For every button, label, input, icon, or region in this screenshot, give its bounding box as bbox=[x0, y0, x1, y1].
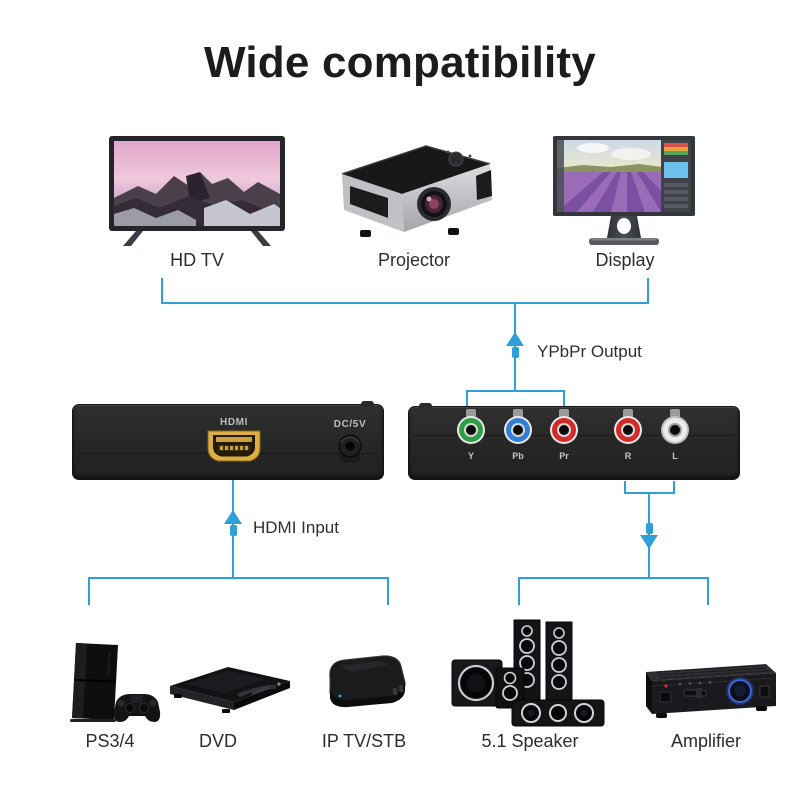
hdmi-port-label: HDMI bbox=[220, 417, 248, 428]
device-label-ps34: PS3/4 bbox=[85, 731, 135, 751]
dvd-player-image bbox=[170, 667, 290, 713]
connector-line bbox=[563, 392, 565, 409]
display-image bbox=[553, 136, 695, 245]
rca-plug-icon bbox=[550, 409, 578, 444]
arrow-up-icon bbox=[223, 510, 243, 537]
power-button-nub bbox=[361, 401, 374, 406]
connector-line bbox=[518, 579, 520, 605]
speaker-system-image bbox=[451, 619, 605, 727]
rca-port-r: R bbox=[613, 409, 643, 461]
connector-line bbox=[466, 390, 565, 392]
rca-plug-icon bbox=[504, 409, 532, 444]
rca-port-pr: Pr bbox=[549, 409, 579, 461]
arrow-up-icon bbox=[505, 332, 525, 359]
connector-line bbox=[673, 481, 675, 494]
connector-line bbox=[161, 278, 163, 304]
connector-line bbox=[624, 492, 675, 494]
rca-plug-icon bbox=[457, 409, 485, 444]
dc-power-jack-icon bbox=[338, 434, 362, 463]
connector-line bbox=[518, 577, 709, 579]
connector-line bbox=[88, 577, 389, 579]
converter-front-panel: Y Pb Pr bbox=[408, 403, 740, 480]
device-label-amplifier: Amplifier bbox=[670, 731, 742, 751]
connector-line bbox=[624, 481, 626, 494]
connector-line bbox=[161, 302, 649, 304]
device-label-iptv-stb: IP TV/STB bbox=[321, 731, 407, 751]
hdtv-image bbox=[109, 136, 285, 246]
projector-image bbox=[341, 145, 492, 237]
rca-port-pb: Pb bbox=[503, 409, 533, 461]
connector-line bbox=[707, 579, 709, 605]
gamepad-icon bbox=[113, 694, 161, 722]
device-label-projector: Projector bbox=[377, 250, 451, 270]
device-label-51-speaker: 5.1 Speaker bbox=[481, 731, 579, 751]
dc-power-label: DC/5V bbox=[333, 419, 367, 430]
panel-nub bbox=[419, 403, 432, 408]
device-label-display: Display bbox=[595, 250, 655, 270]
hdmi-port-icon bbox=[207, 430, 261, 462]
connector-line bbox=[387, 579, 389, 605]
rca-plug-icon bbox=[614, 409, 642, 444]
ypbpr-output-label: YPbPr Output bbox=[537, 342, 642, 361]
connector-line bbox=[647, 278, 649, 304]
rca-port-y: Y bbox=[456, 409, 486, 461]
converter-back-panel: HDMI DC/5V bbox=[72, 401, 384, 480]
device-label-dvd: DVD bbox=[198, 731, 238, 751]
rca-plug-icon bbox=[661, 409, 689, 444]
rca-port-l: L bbox=[660, 409, 690, 461]
arrow-down-icon bbox=[639, 522, 659, 549]
amplifier-image bbox=[646, 664, 777, 718]
device-label-hdtv: HD TV bbox=[170, 250, 224, 270]
hdmi-input-label: HDMI Input bbox=[253, 518, 339, 537]
connector-line bbox=[88, 579, 90, 605]
page-title: Wide compatibility bbox=[204, 38, 596, 87]
ps-console-image bbox=[70, 643, 161, 722]
connector-line bbox=[466, 392, 468, 409]
settop-box-image bbox=[329, 655, 406, 708]
